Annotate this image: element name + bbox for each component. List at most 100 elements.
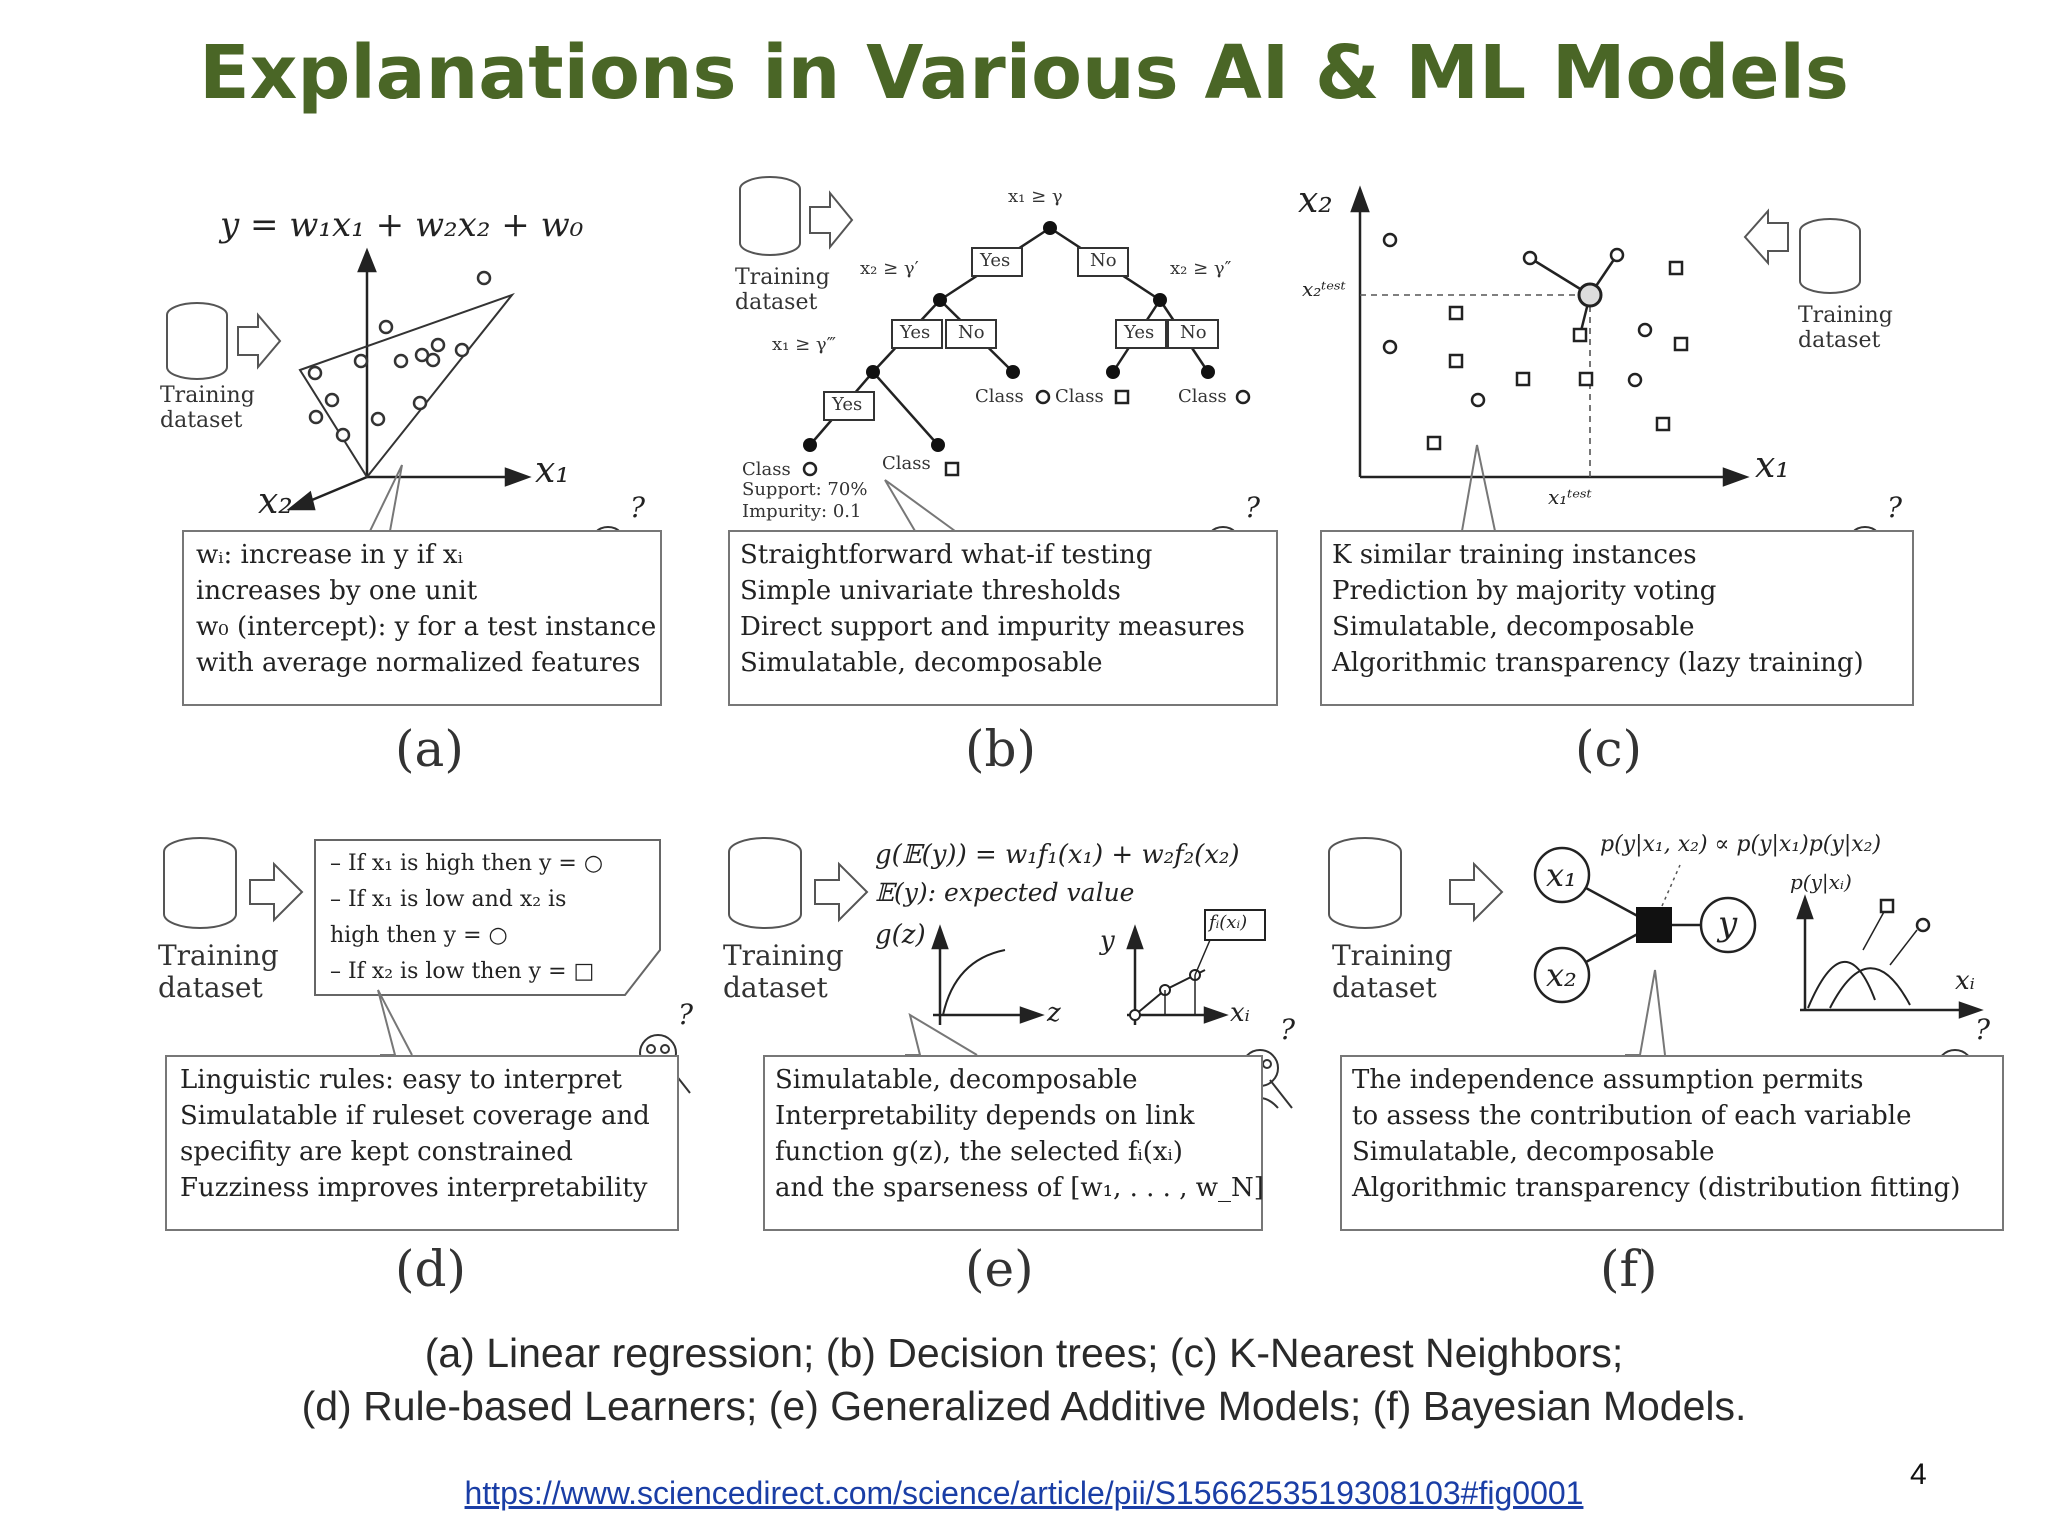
- left-condition: x₂ ≥ γ′: [860, 258, 919, 279]
- database-icon: [163, 837, 237, 929]
- explanation-line: Algorithmic transparency (distribution f…: [1352, 1173, 1961, 1203]
- right-condition: x₂ ≥ γ″: [1170, 258, 1232, 279]
- explanation-line: Direct support and impurity measures: [740, 612, 1245, 642]
- panel-f-diagram: [1328, 837, 1988, 1109]
- explanation-text: Linguistic rules: easy to interpret Simu…: [180, 1062, 650, 1206]
- regression-equation: y = w₁x₁ + w₂x₂ + w₀: [220, 205, 584, 245]
- no-label: No: [958, 322, 985, 343]
- class-label: Class: [742, 459, 791, 480]
- explanation-line: Simulatable, decomposable: [1332, 612, 1695, 642]
- training-dataset-label: Training dataset: [1798, 303, 1893, 354]
- explanation-line: wᵢ: increase in y if xᵢ: [196, 540, 463, 570]
- training-dataset-label: Training dataset: [735, 265, 830, 316]
- bayes-equation: p(y|x₁, x₂) ∝ p(y|x₁)p(y|x₂): [1600, 832, 1882, 857]
- z-axis-label: z: [1047, 998, 1061, 1028]
- page-number: 4: [1910, 1458, 1927, 1491]
- panel-label-d: (d): [395, 1240, 467, 1298]
- no-label: No: [1090, 250, 1117, 271]
- explanation-line: Algorithmic transparency (lazy training): [1332, 648, 1864, 678]
- explanation-box: [1320, 530, 1914, 706]
- explanation-line: and the sparseness of [w₁, . . . , w_N]: [775, 1173, 1264, 1203]
- explanation-line: Simulatable, decomposable: [740, 648, 1103, 678]
- input-arrow-icon: [1743, 208, 1789, 266]
- g-axis-label: g(z): [875, 920, 926, 950]
- training-dataset-label: Training dataset: [1332, 939, 1453, 1005]
- input-arrow-icon: [809, 190, 854, 250]
- panel-label-c: (c): [1575, 720, 1643, 778]
- database-icon: [166, 302, 228, 380]
- training-dataset-label: Training dataset: [723, 939, 844, 1005]
- explanation-box: [1340, 1055, 2004, 1231]
- deep-condition: x₁ ≥ γ‴: [772, 334, 837, 355]
- explanation-text: K similar training instances Prediction …: [1332, 537, 1864, 681]
- explanation-line: w₀ (intercept): y for a test instance: [196, 612, 657, 642]
- database-icon: [1328, 837, 1402, 929]
- node-x2: x₂: [1546, 956, 1577, 994]
- panel-f-bayesian: Training dataset p(y|x₁, x₂) ∝ p(y|x₁)p(…: [1300, 830, 2004, 1470]
- test-x1-label: x₁ᵗᵉˢᵗ: [1548, 485, 1592, 509]
- explanation-line: Simple univariate thresholds: [740, 576, 1121, 606]
- question-mark: ?: [1887, 491, 1903, 524]
- rule-item: – If x₁ is high then y = ○: [330, 851, 604, 876]
- axis-x1-label: x₁: [1755, 445, 1790, 486]
- class-label: Class: [1055, 386, 1104, 407]
- rule-item: high then y = ○: [330, 923, 508, 948]
- panel-label-e: (e): [965, 1240, 1034, 1298]
- explanation-line: The independence assumption permits: [1352, 1065, 1864, 1095]
- explanation-line: Fuzziness improves interpretability: [180, 1173, 648, 1203]
- input-arrow-icon: [237, 312, 282, 370]
- class-label: Class: [975, 386, 1024, 407]
- xi-axis-label: xᵢ: [1230, 998, 1250, 1028]
- explanation-line: Straightforward what-if testing: [740, 540, 1153, 570]
- root-condition: x₁ ≥ γ: [1008, 186, 1063, 207]
- panel-e-gam: Training dataset g(𝔼(y)) = w₁f₁(x₁) + w₂…: [715, 830, 1375, 1470]
- explanation-text: Simulatable, decomposable Interpretabili…: [775, 1062, 1264, 1206]
- slide-title: Explanations in Various AI & ML Models: [199, 30, 1849, 116]
- panel-b-decision-tree: Training dataset x₁ ≥ γ x₂ ≥ γ′ x₂ ≥ γ″ …: [700, 175, 1360, 815]
- input-arrow-icon: [1449, 861, 1504, 923]
- xi-axis-label: xᵢ: [1955, 966, 1975, 996]
- input-arrow-icon: [249, 861, 304, 923]
- yes-label: Yes: [1124, 322, 1155, 343]
- rule-item: – If x₁ is low and x₂ is: [330, 887, 567, 912]
- test-x2-label: x₂ᵗᵉˢᵗ: [1302, 277, 1346, 301]
- source-link[interactable]: https://www.sciencedirect.com/science/ar…: [464, 1475, 1584, 1511]
- explanation-line: specifity are kept constrained: [180, 1137, 573, 1167]
- question-mark: ?: [630, 491, 646, 524]
- database-icon: [728, 837, 802, 929]
- explanation-box: [182, 530, 662, 706]
- pyx-label: p(y|xᵢ): [1790, 870, 1852, 894]
- explanation-box: [763, 1055, 1263, 1231]
- question-mark: ?: [1245, 491, 1261, 524]
- impurity-label: Impurity: 0.1: [742, 501, 862, 522]
- rule-item: – If x₂ is low then y = □: [330, 959, 595, 984]
- database-icon: [739, 176, 801, 256]
- panel-a-linear-regression: Training dataset y = w₁x₁ + w₂x₂ + w₀ x₁…: [150, 175, 810, 815]
- yes-label: Yes: [980, 250, 1011, 271]
- gam-equation: g(𝔼(y)) = w₁f₁(x₁) + w₂f₂(x₂): [875, 840, 1240, 870]
- explanation-line: K similar training instances: [1332, 540, 1697, 570]
- yes-label: Yes: [832, 394, 863, 415]
- data-points: [307, 270, 492, 443]
- explanation-box: [165, 1055, 679, 1231]
- no-label: No: [1180, 322, 1207, 343]
- explanation-line: with average normalized features: [196, 648, 641, 678]
- support-label: Support: 70%: [742, 479, 868, 500]
- question-mark: ?: [1280, 1013, 1296, 1046]
- panel-label-b: (b): [965, 720, 1037, 778]
- input-arrow-icon: [814, 861, 869, 923]
- fi-label: fᵢ(xᵢ): [1209, 912, 1248, 933]
- explanation-line: Simulatable, decomposable: [1352, 1137, 1715, 1167]
- explanation-line: to assess the contribution of each varia…: [1352, 1101, 1912, 1131]
- rule-list: – If x₁ is high then y = ○ – If x₁ is lo…: [330, 846, 603, 990]
- node-x1: x₁: [1546, 856, 1577, 894]
- explanation-line: function g(z), the selected fᵢ(xᵢ): [775, 1137, 1183, 1167]
- node-y: y: [1718, 904, 1738, 944]
- axis-x2-label: x₂: [1298, 180, 1333, 221]
- explanation-line: Prediction by majority voting: [1332, 576, 1717, 606]
- explanation-text: wᵢ: increase in y if xᵢ increases by one…: [196, 537, 656, 681]
- caption-line-1: (a) Linear regression; (b) Decision tree…: [424, 1330, 1624, 1376]
- question-mark: ?: [1975, 1013, 1991, 1046]
- panel-d-rule-based: Training dataset – If x₁ is high then y …: [150, 830, 810, 1470]
- training-dataset-label: Training dataset: [158, 939, 279, 1005]
